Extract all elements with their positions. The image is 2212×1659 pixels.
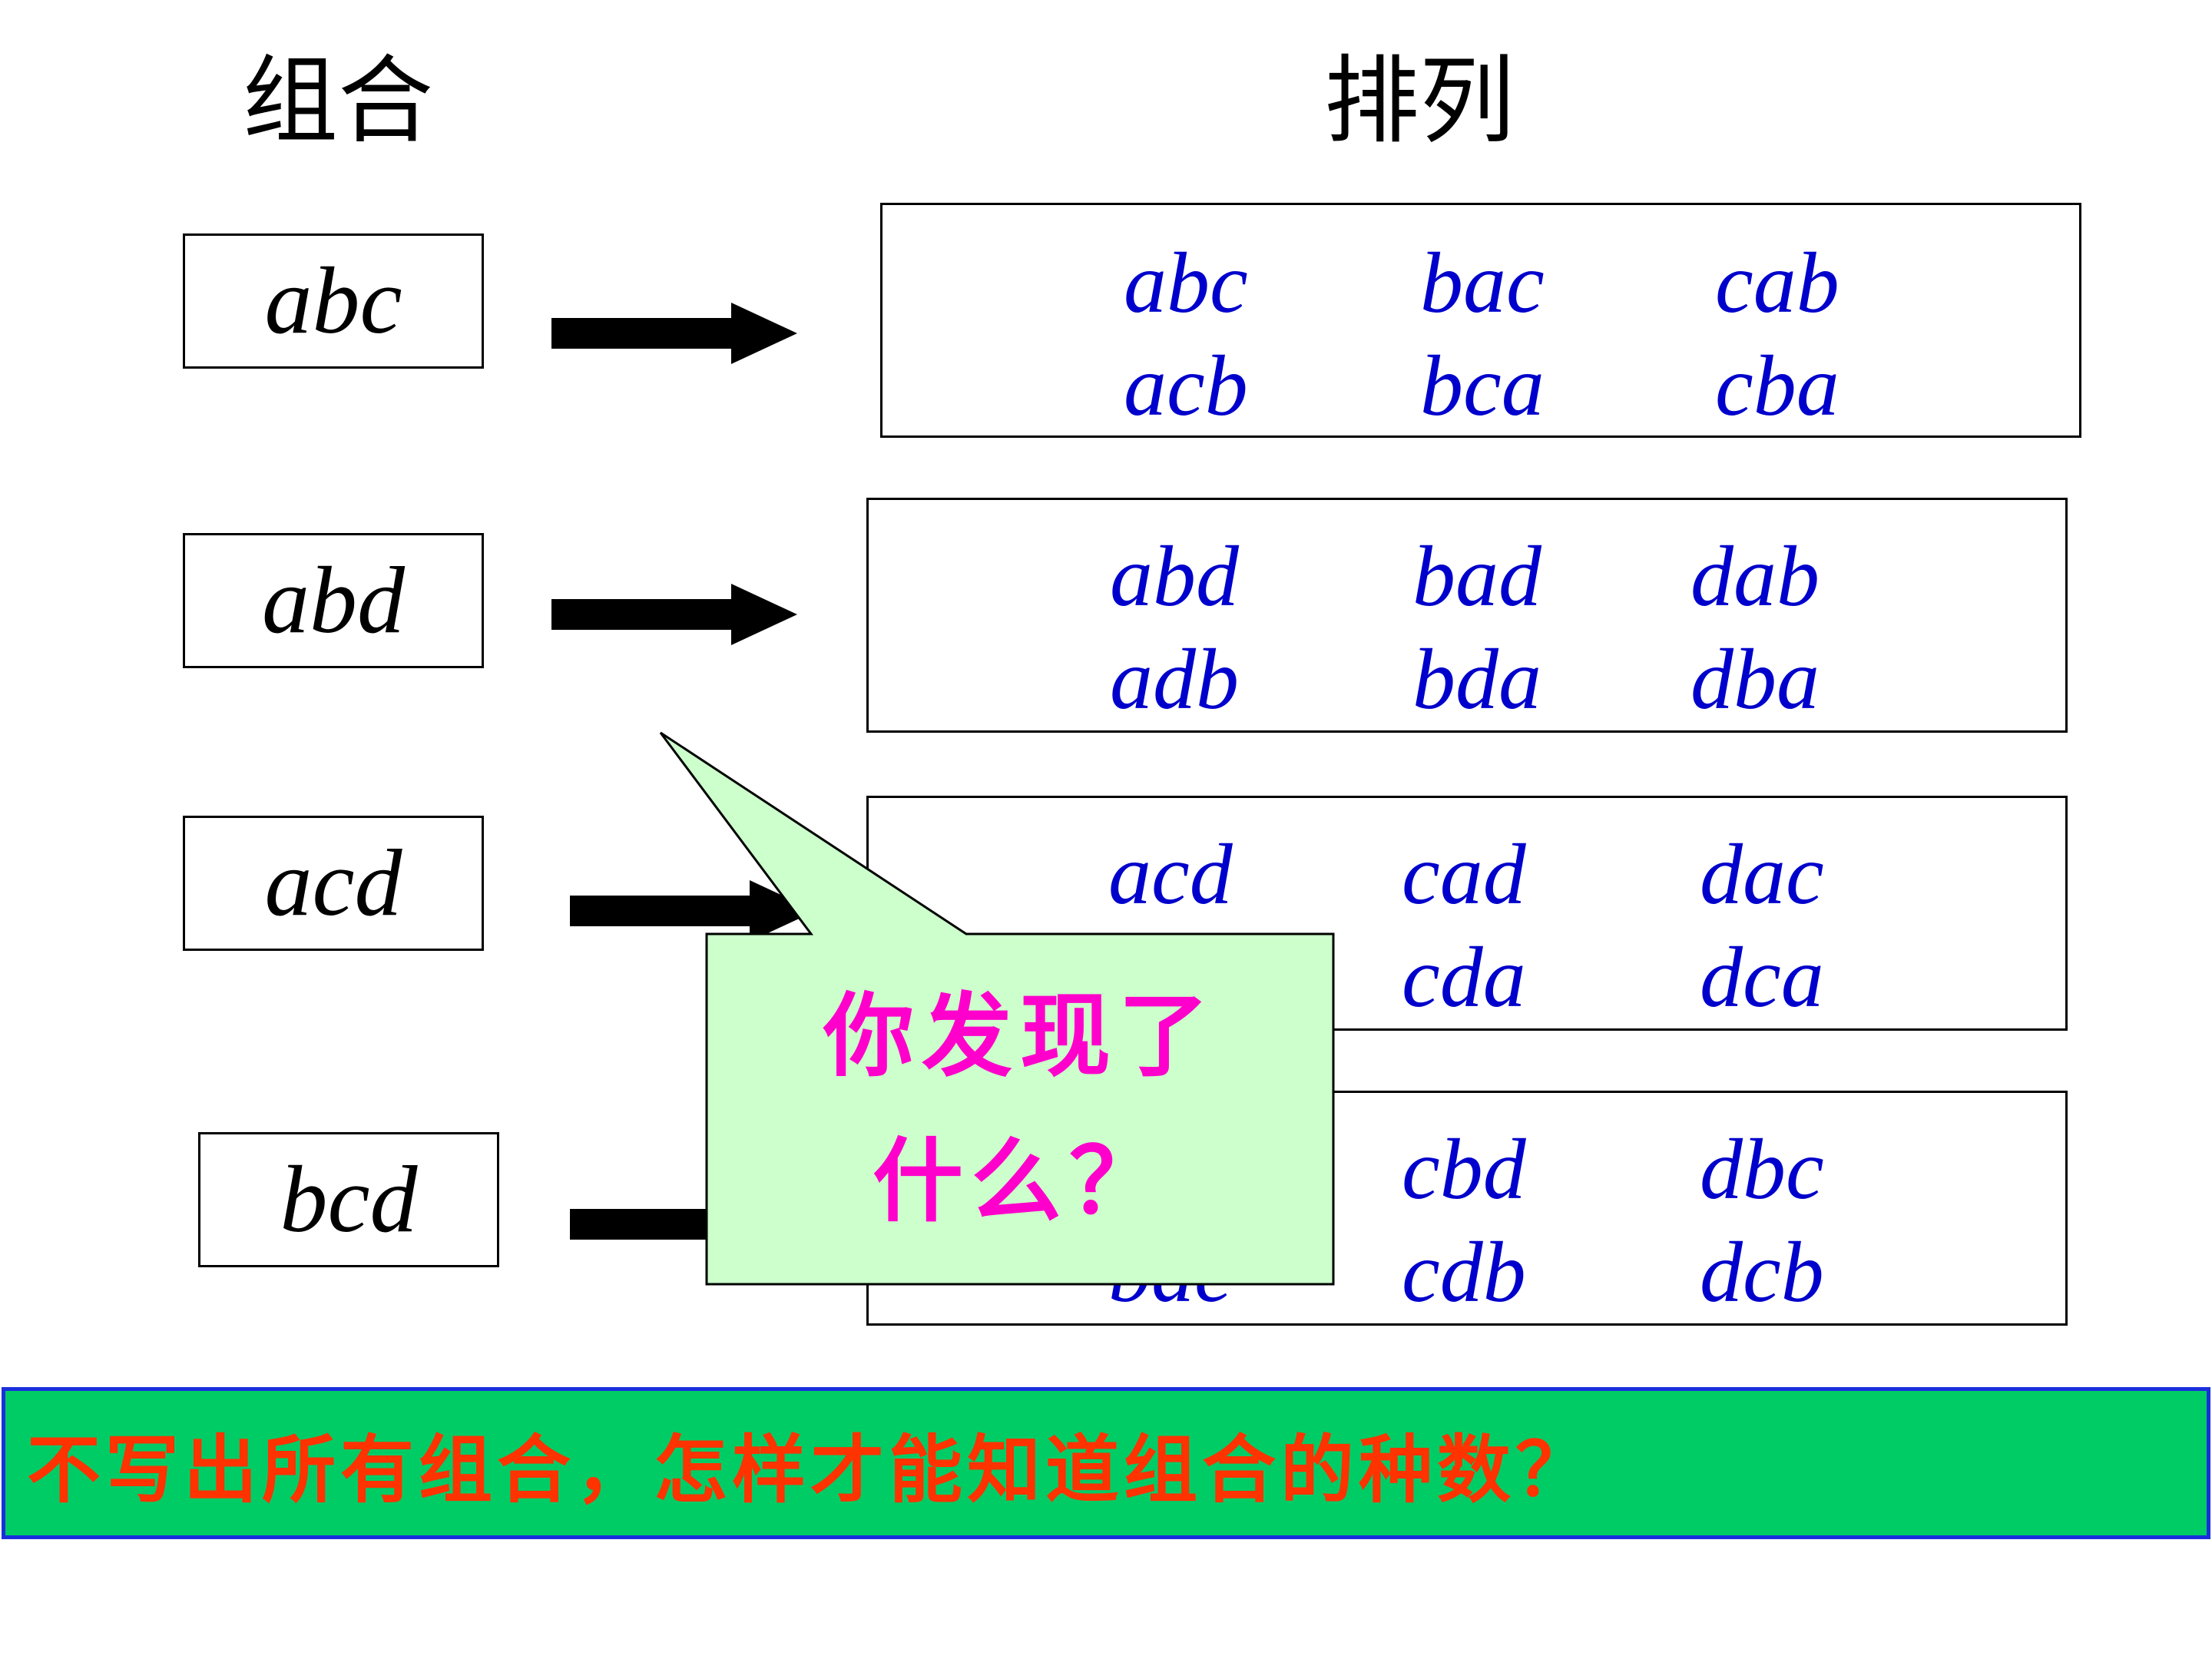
- permutation-item: dca: [1700, 930, 1824, 1025]
- permutation-item: acb: [1124, 339, 1248, 434]
- permutation-item: dcb: [1700, 1225, 1824, 1320]
- arrow-icon: [551, 584, 797, 645]
- permutation-item: dbc: [1700, 1122, 1824, 1217]
- permutation-item: bad: [1412, 529, 1541, 624]
- permutation-item: abd: [1110, 529, 1239, 624]
- callout-line-2: 什么？: [872, 1128, 1167, 1234]
- question-banner: 不写出所有组合，怎样才能知道组合的种数？: [2, 1387, 2210, 1539]
- arrow-icon: [570, 880, 816, 942]
- permutation-item: dab: [1690, 529, 1820, 624]
- permutation-box-2: abd bad dab adb bda dba: [866, 498, 2068, 733]
- combination-heading: 组合: [243, 46, 434, 157]
- permutation-item: cda: [1402, 930, 1526, 1025]
- permutation-item: adb: [1110, 632, 1239, 727]
- arrow-icon: [551, 303, 797, 364]
- permutation-heading: 排列: [1324, 46, 1515, 157]
- permutation-box-1: abc bac cab acb bca cba: [880, 203, 2081, 438]
- callout-line-1: 你发现了: [823, 983, 1217, 1090]
- question-banner-text: 不写出所有组合，怎样才能知道组合的种数？: [27, 1426, 1594, 1513]
- permutation-item: cad: [1402, 827, 1526, 922]
- permutation-item: abc: [1124, 236, 1248, 331]
- permutation-item: acd: [1108, 827, 1233, 922]
- callout-text: 你发现了 什么？: [707, 934, 1333, 1284]
- permutation-item: cab: [1715, 236, 1839, 331]
- permutation-item: dba: [1690, 632, 1820, 727]
- permutation-item: bca: [1420, 339, 1545, 434]
- permutation-item: cdb: [1402, 1225, 1526, 1320]
- permutation-item: bda: [1412, 632, 1541, 727]
- permutation-item: cba: [1715, 339, 1839, 434]
- combination-box-2: abd: [183, 533, 484, 668]
- combination-box-3: acd: [183, 816, 484, 951]
- combination-box-1: abc: [183, 233, 484, 369]
- permutation-item: bac: [1420, 236, 1545, 331]
- permutation-item: cbd: [1402, 1122, 1526, 1217]
- permutation-item: dac: [1700, 827, 1824, 922]
- combination-box-4: bcd: [198, 1132, 499, 1267]
- permutation-box-3: acd cad dac adc cda dca: [866, 796, 2068, 1031]
